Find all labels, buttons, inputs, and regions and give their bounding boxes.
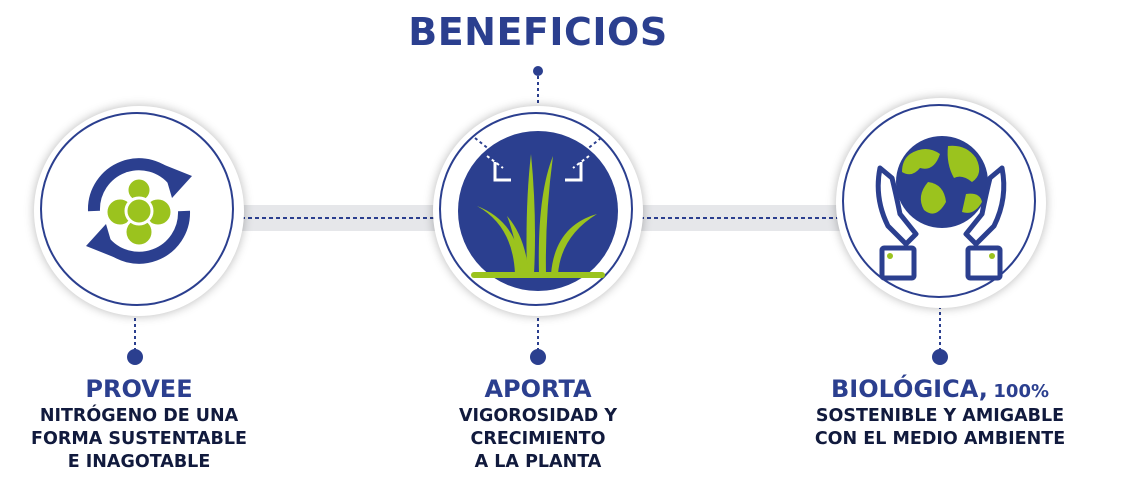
page-title: BENEFICIOS bbox=[408, 10, 668, 54]
benefit-3-text: BIOLÓGICA, 100% SOSTENIBLE Y AMIGABLE CO… bbox=[790, 374, 1090, 451]
hands-earth-icon bbox=[875, 136, 1007, 281]
benefit-1-line-2: FORMA SUSTENTABLE bbox=[31, 428, 247, 449]
benefit-1-text: PROVEE NITRÓGENO DE UNA FORMA SUSTENTABL… bbox=[0, 374, 278, 473]
benefit-3-line-2: CON EL MEDIO AMBIENTE bbox=[814, 428, 1066, 449]
benefit-2-line-2: CRECIMIENTO bbox=[470, 428, 606, 449]
recycle-cell-icon bbox=[86, 158, 192, 264]
benefit-1-heading: PROVEE bbox=[85, 375, 193, 403]
benefit-2-dot bbox=[530, 349, 546, 365]
benefit-1-circle bbox=[34, 106, 244, 316]
benefit-3-circle bbox=[836, 98, 1046, 308]
benefit-3-heading: BIOLÓGICA, bbox=[830, 375, 988, 403]
benefit-2-circle bbox=[433, 106, 643, 316]
benefit-1-line-1: NITRÓGENO DE UNA bbox=[39, 406, 239, 427]
benefit-2-line-1: VIGOROSIDAD Y bbox=[458, 406, 618, 427]
plant-growth-icon bbox=[458, 131, 618, 291]
title-connector-dot bbox=[533, 66, 543, 76]
benefit-2-line-3: A LA PLANTA bbox=[474, 451, 602, 472]
benefit-1-dot bbox=[127, 349, 143, 365]
benefit-3-heading-suffix: 100% bbox=[993, 381, 1050, 402]
benefit-2-text: APORTA VIGOROSIDAD Y CRECIMIENTO A LA PL… bbox=[400, 374, 676, 473]
benefit-2-heading: APORTA bbox=[484, 375, 592, 403]
benefit-1-line-3: E INAGOTABLE bbox=[67, 451, 211, 472]
benefit-3-dot bbox=[932, 349, 948, 365]
benefit-3-line-1: SOSTENIBLE Y AMIGABLE bbox=[815, 406, 1065, 427]
